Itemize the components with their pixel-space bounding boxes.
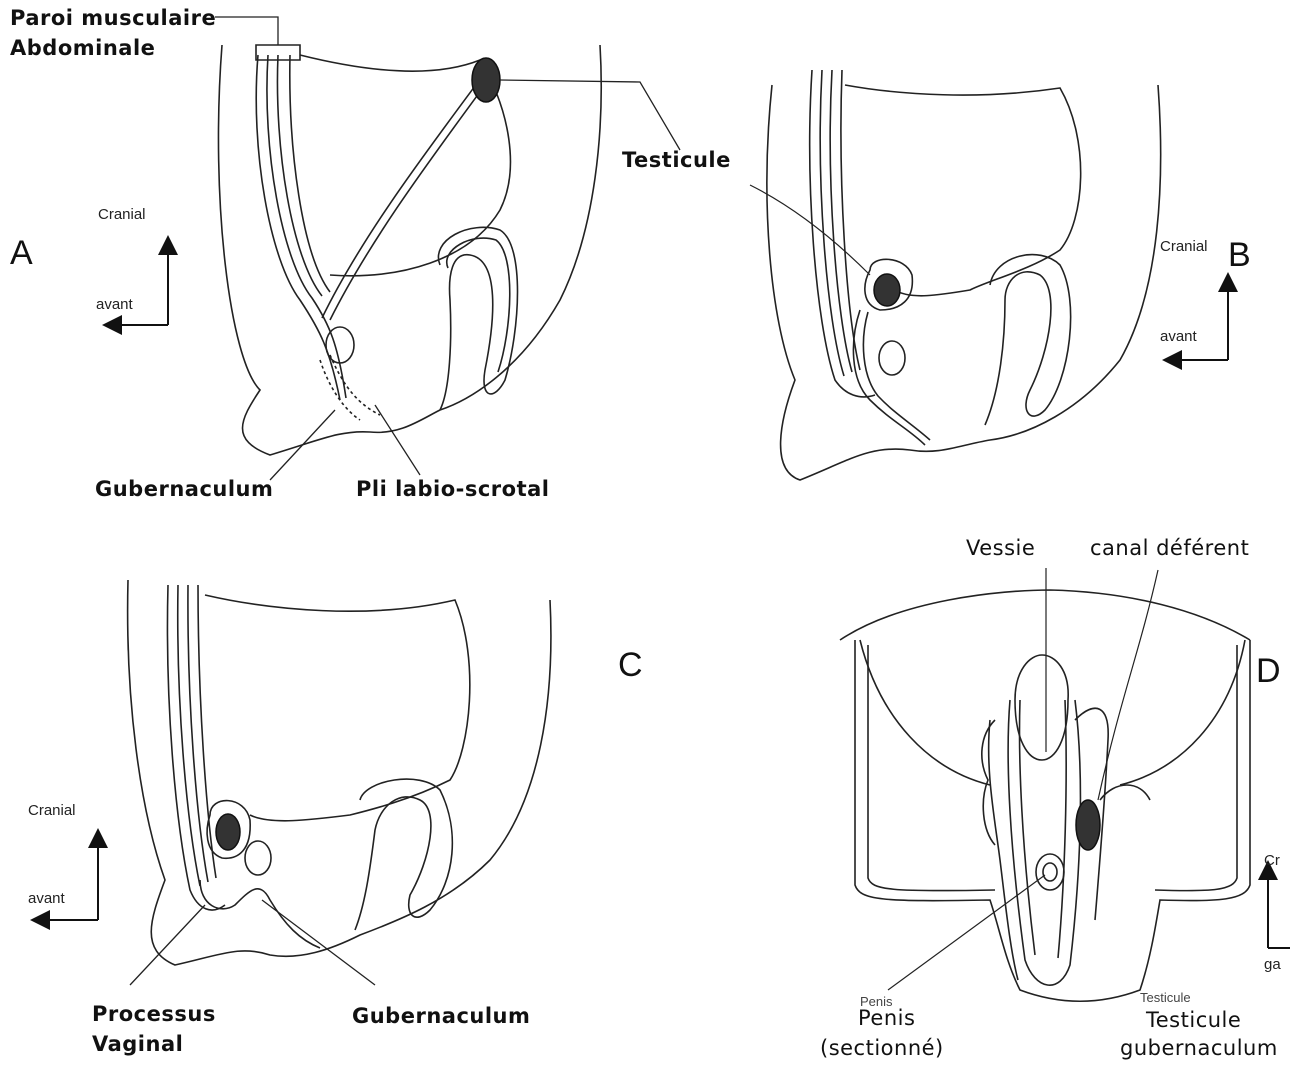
label-processus: Processus [92,1002,216,1026]
label-testicule-d: Testicule [1146,1008,1241,1032]
label-gubernaculum-d: gubernaculum [1120,1036,1278,1060]
testis-b-icon [874,274,900,306]
panel-d-axis [1268,870,1290,948]
label-abdominale: Abdominale [10,36,155,60]
label-canal-deferent: canal déférent [1090,536,1249,560]
testis-d-icon [1076,800,1100,850]
testis-c-icon [216,814,240,850]
panel-letter-d: D [1256,652,1281,691]
label-paroi-musculaire: Paroi musculaire [10,6,216,30]
panel-letter-c: C [618,646,643,685]
label-penis: Penis [858,1006,915,1030]
axis-a-avant: avant [96,296,133,313]
panel-a-drawing [218,45,601,455]
panel-c-drawing [128,580,551,965]
label-gubernaculum-a: Gubernaculum [95,477,273,501]
panel-d-drawing [840,590,1250,1001]
label-vaginal: Vaginal [92,1032,183,1056]
label-pli-labio-scrotal: Pli labio-scrotal [356,477,549,501]
axis-b-cranial: Cranial [1160,238,1208,255]
panel-d-leaders [888,568,1158,990]
label-gubernaculum-c: Gubernaculum [352,1004,530,1028]
panel-letter-a: A [10,234,33,273]
panel-a-leaders [215,17,680,480]
axis-b-avant: avant [1160,328,1197,345]
panel-c-axis [40,838,98,920]
axis-c-avant: avant [28,890,65,907]
panel-a-axis [112,245,168,325]
panel-b-drawing [767,70,1161,480]
testis-a-icon [472,58,500,102]
panel-letter-b: B [1228,236,1251,275]
label-testicule-small: Testicule [1140,990,1191,1005]
axis-a-cranial: Cranial [98,206,146,223]
axis-d-cr: Cr [1264,852,1280,869]
panel-c-leaders [130,900,375,985]
axis-d-ga: ga [1264,956,1281,973]
label-vessie: Vessie [966,536,1035,560]
label-testicule-a: Testicule [622,148,731,172]
label-penis-sectionne: (sectionné) [820,1036,944,1060]
panel-b-axis [1172,282,1228,360]
axis-c-cranial: Cranial [28,802,76,819]
